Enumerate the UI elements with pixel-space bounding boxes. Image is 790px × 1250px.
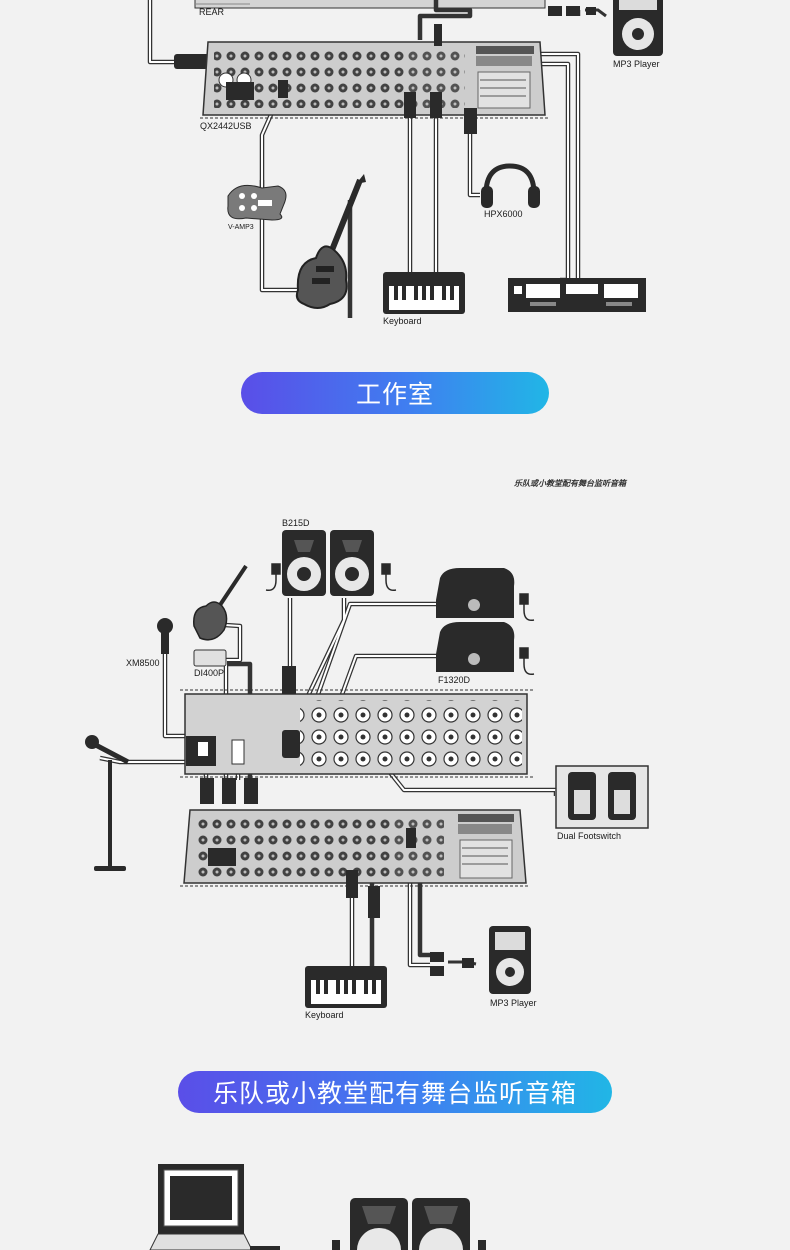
keyboard-label-2: Keyboard	[305, 1010, 344, 1020]
xlr-plug-icons	[200, 666, 300, 804]
speaker-pair-bottom	[332, 1198, 486, 1250]
b215d-speaker-right	[330, 530, 374, 596]
rca-connector-icon	[548, 6, 607, 18]
v-amp3-icon	[227, 184, 287, 221]
mic-label: XM8500	[126, 658, 160, 668]
di400p-icon	[193, 649, 227, 667]
f1320d-monitor-top	[436, 568, 515, 618]
laptop-icon	[149, 1164, 280, 1250]
monitors-label: F1320D	[438, 675, 471, 685]
jack-plug-icons-band	[346, 828, 416, 918]
mixer-qx2442usb	[200, 41, 548, 119]
headphones-icon	[481, 163, 540, 208]
mp3-player-label-2: MP3 Player	[490, 998, 537, 1008]
rear-stagebox	[180, 689, 535, 778]
mic-stand-icon	[85, 735, 130, 871]
keyboard-icon	[383, 272, 465, 314]
rear-panel	[194, 0, 546, 9]
band-banner: 乐队或小教堂配有舞台监听音箱	[178, 1071, 612, 1113]
handheld-mic-icon	[157, 618, 173, 654]
rca-connector-icon-2	[430, 952, 477, 976]
v-amp3-label: V-AMP3	[228, 224, 254, 231]
electric-guitar-icon	[295, 174, 366, 309]
section-caption: 乐队或小教堂配有舞台监听音箱	[514, 479, 626, 488]
mp3-player-label: MP3 Player	[613, 59, 660, 69]
keyboard-icon-2	[305, 966, 387, 1008]
footswitch-label: Dual Footswitch	[557, 831, 622, 841]
mp3-player-icon-2	[489, 926, 531, 994]
cassette-deck-icon	[508, 278, 646, 312]
di-label: DI400P	[194, 668, 225, 678]
f1320d-monitor-bottom	[436, 622, 515, 672]
b215d-speaker-left	[282, 530, 326, 596]
headphones-label: HPX6000	[484, 209, 523, 219]
studio-banner: 工作室	[241, 372, 549, 414]
mp3-player-icon	[613, 0, 663, 56]
power-plug-icons	[265, 563, 535, 676]
dual-footswitch-icon	[555, 765, 649, 829]
rear-label: REAR	[199, 7, 225, 17]
speakers-label: B215D	[282, 518, 310, 528]
mixer-label: QX2442USB	[200, 121, 252, 131]
keyboard-label: Keyboard	[383, 316, 422, 326]
electric-guitar-icon-2	[193, 564, 248, 641]
mixer-band	[180, 809, 530, 887]
jack-plug-icons	[278, 24, 477, 134]
